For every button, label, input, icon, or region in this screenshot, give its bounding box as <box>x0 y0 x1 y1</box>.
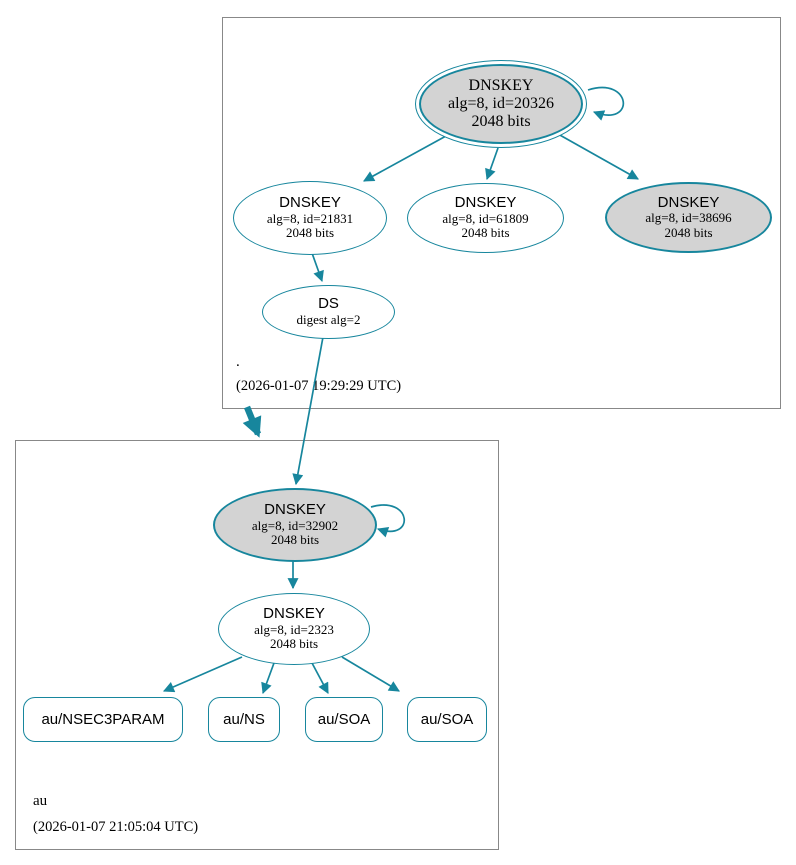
edge-au-ksk-selfsign <box>370 504 405 538</box>
edge-ds-to-au-ksk <box>292 336 324 486</box>
dnskey-node-61809[interactable]: DNSKEY alg=8, id=61809 2048 bits <box>407 183 564 253</box>
edge-zsk-to-nsec3param <box>162 656 243 693</box>
root-zone-timestamp: (2026-01-07 19:29:29 UTC) <box>236 378 402 394</box>
node-detail: 2048 bits <box>461 225 510 241</box>
node-detail: 2048 bits <box>270 532 320 548</box>
node-detail: alg=8, id=21831 <box>266 210 354 226</box>
rrset-label: au/SOA <box>420 711 474 728</box>
node-detail: 2048 bits <box>269 636 319 652</box>
root-zone-label: . <box>236 354 240 370</box>
dnskey-node-21831[interactable]: DNSKEY alg=8, id=21831 2048 bits <box>233 181 387 255</box>
rrset-au-nsec3param[interactable]: au/NSEC3PARAM <box>23 697 183 742</box>
edge-root-ksk-to-61809 <box>485 147 499 181</box>
node-title: DNSKEY <box>468 77 534 95</box>
node-detail: alg=8, id=38696 <box>645 210 732 226</box>
node-title: DNSKEY <box>657 193 720 211</box>
node-detail: alg=8, id=20326 <box>447 95 555 113</box>
rrset-label: au/SOA <box>317 711 371 728</box>
edge-21831-to-ds <box>311 252 324 283</box>
node-detail: alg=8, id=2323 <box>254 621 334 637</box>
node-detail: 2048 bits <box>285 225 335 241</box>
edge-zsk-to-soa2 <box>341 656 400 692</box>
node-title: DS <box>318 295 339 313</box>
rrset-au-soa-2[interactable]: au/SOA <box>407 697 487 742</box>
rrset-label: au/NS <box>223 711 265 728</box>
au-zone-box <box>15 440 499 850</box>
rrset-au-ns[interactable]: au/NS <box>208 697 280 742</box>
dnskey-node-32902[interactable]: DNSKEY alg=8, id=32902 2048 bits <box>213 488 377 562</box>
node-title: DNSKEY <box>279 194 341 212</box>
node-title: DNSKEY <box>263 605 325 623</box>
au-zone-timestamp: (2026-01-07 21:05:04 UTC) <box>33 819 199 835</box>
edge-root-ksk-selfsign <box>587 86 625 121</box>
rrset-au-soa-1[interactable]: au/SOA <box>305 697 383 742</box>
node-detail: 2048 bits <box>471 112 531 130</box>
node-title: DNSKEY <box>264 501 326 519</box>
dnskey-node-2323[interactable]: DNSKEY alg=8, id=2323 2048 bits <box>218 593 370 665</box>
edge-root-ksk-to-21831 <box>363 135 447 182</box>
dnskey-node-20326-body: DNSKEY alg=8, id=20326 2048 bits <box>419 64 583 144</box>
node-detail: 2048 bits <box>664 224 713 240</box>
node-detail: digest alg=2 <box>296 312 361 328</box>
node-detail: alg=8, id=61809 <box>442 210 529 226</box>
node-title: DNSKEY <box>454 194 517 212</box>
edge-zsk-to-ns <box>261 662 275 695</box>
edge-zsk-to-soa1 <box>311 662 329 694</box>
node-detail: alg=8, id=32902 <box>251 517 339 533</box>
root-zone-box <box>222 17 781 409</box>
edge-root-ksk-to-38696 <box>557 133 639 180</box>
edge-delegation-root-to-au <box>242 405 262 438</box>
au-zone-label: au <box>33 793 48 809</box>
rrset-label: au/NSEC3PARAM <box>41 711 165 728</box>
dnskey-node-38696[interactable]: DNSKEY alg=8, id=38696 2048 bits <box>605 182 772 253</box>
ds-node[interactable]: DS digest alg=2 <box>262 285 395 339</box>
dnskey-node-20326[interactable]: DNSKEY alg=8, id=20326 2048 bits <box>415 60 587 148</box>
